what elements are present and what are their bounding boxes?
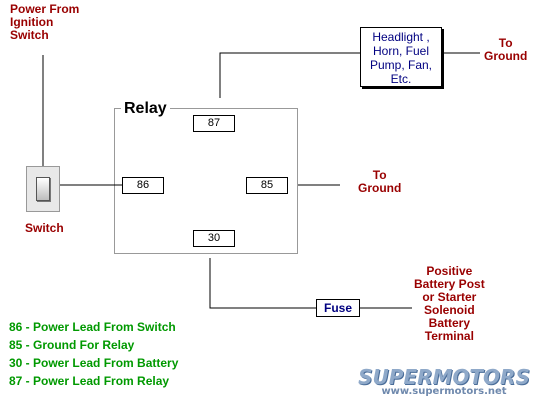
relay-box: [114, 108, 298, 254]
pin-85: 85: [246, 177, 288, 194]
load-box: Headlight , Horn, Fuel Pump, Fan, Etc.: [360, 27, 442, 87]
switch-icon: [26, 166, 60, 212]
switch-toggle: [36, 177, 50, 201]
positive-battery-label: Positive Battery Post or Starter Solenoi…: [414, 264, 485, 343]
switch-label: Switch: [25, 221, 64, 235]
wire-87-load: [219, 52, 360, 98]
supermotors-logo: SUPERMOTORS: [358, 365, 530, 389]
legend-item: 87 - Power Lead From Relay: [9, 374, 170, 388]
wire-30-fuse: [209, 258, 316, 309]
legend-item: 86 - Power Lead From Switch: [9, 320, 176, 334]
pin-87: 87: [193, 115, 235, 132]
relay-title: Relay: [121, 100, 170, 118]
legend-item: 85 - Ground For Relay: [9, 338, 135, 352]
pin-legend: 86 - Power Lead From Switch 85 - Ground …: [9, 318, 178, 390]
power-from-ignition-label: Power From Ignition Switch: [10, 2, 80, 42]
fuse-box: Fuse: [316, 299, 360, 317]
to-ground-top-label: To Ground: [484, 36, 528, 63]
legend-item: 30 - Power Lead From Battery: [9, 356, 179, 370]
supermotors-url: www.supermotors.net: [381, 386, 507, 397]
supermotors-watermark: SUPERMOTORS www.supermotors.net: [356, 367, 532, 397]
to-ground-right-label: To Ground: [358, 168, 402, 195]
pin-30: 30: [193, 230, 235, 247]
pin-86: 86: [122, 177, 164, 194]
